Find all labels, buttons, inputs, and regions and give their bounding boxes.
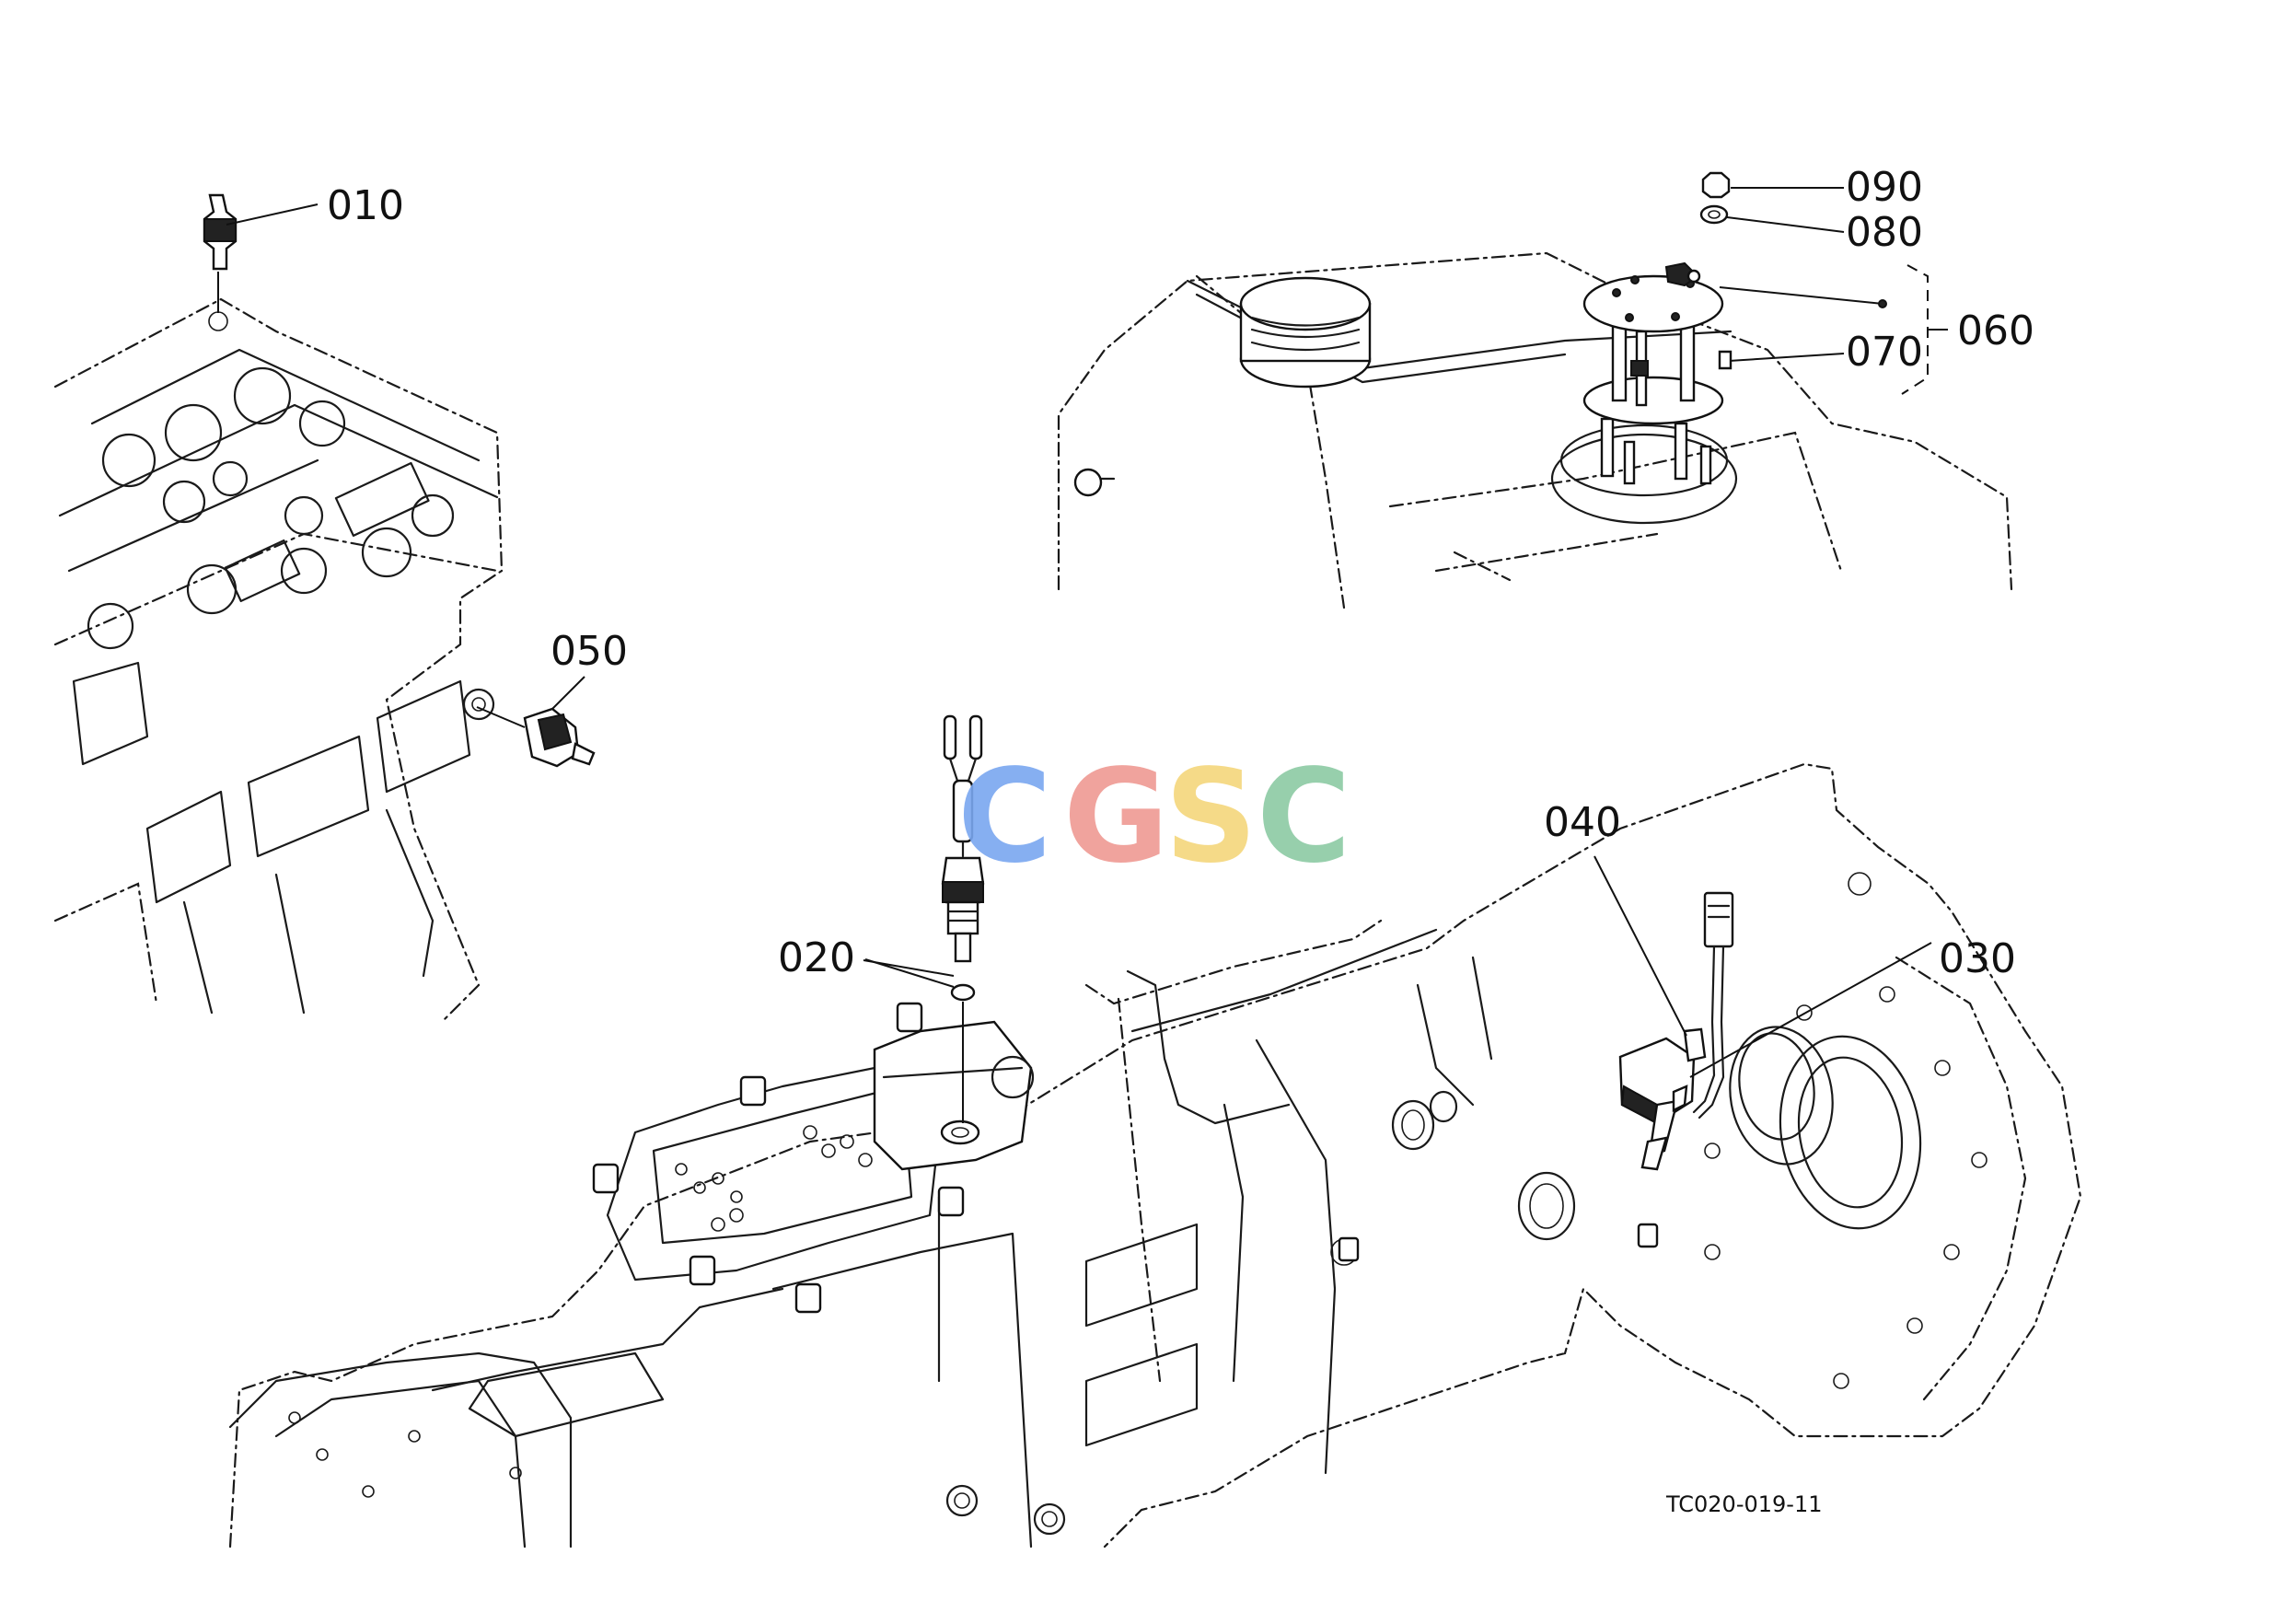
part-060-fuel-sender <box>1582 261 1887 425</box>
transmission-case-outline <box>228 762 2082 1549</box>
engine-block-outline <box>53 297 504 1024</box>
callout-020: 020 <box>778 934 855 981</box>
watermark-letter-3: S <box>1165 742 1257 892</box>
drawing-code: TC020-019-11 <box>1665 1491 1823 1517</box>
part-030-sensor <box>1618 942 1932 1171</box>
part-080-washer <box>1699 204 1845 233</box>
part-040-harness <box>1593 855 1734 1119</box>
callout-060: 060 <box>1957 307 2034 354</box>
watermark-letter-2: G <box>1063 742 1169 892</box>
watermark-letter-1: C <box>957 742 1052 892</box>
part-020-sensor <box>863 714 985 1123</box>
fuel-tank-outline <box>1057 251 2013 609</box>
callout-070: 070 <box>1846 329 1923 376</box>
watermark-letter-4: C <box>1257 742 1351 892</box>
part-070-gasket <box>1718 350 1845 370</box>
part-010-sensor <box>203 193 319 313</box>
callout-040: 040 <box>1544 799 1621 846</box>
bracket-060-group <box>1901 264 1929 395</box>
hex-bolts <box>592 1002 1659 1314</box>
watermark-logo: C G S C <box>957 742 1351 892</box>
callout-050: 050 <box>550 628 628 675</box>
callout-080: 080 <box>1846 209 1923 256</box>
part-050-switch <box>476 676 596 768</box>
callout-030: 030 <box>1939 935 2016 982</box>
callout-090: 090 <box>1846 164 1923 211</box>
callout-010: 010 <box>327 182 404 229</box>
part-090-nut <box>1701 171 1844 199</box>
